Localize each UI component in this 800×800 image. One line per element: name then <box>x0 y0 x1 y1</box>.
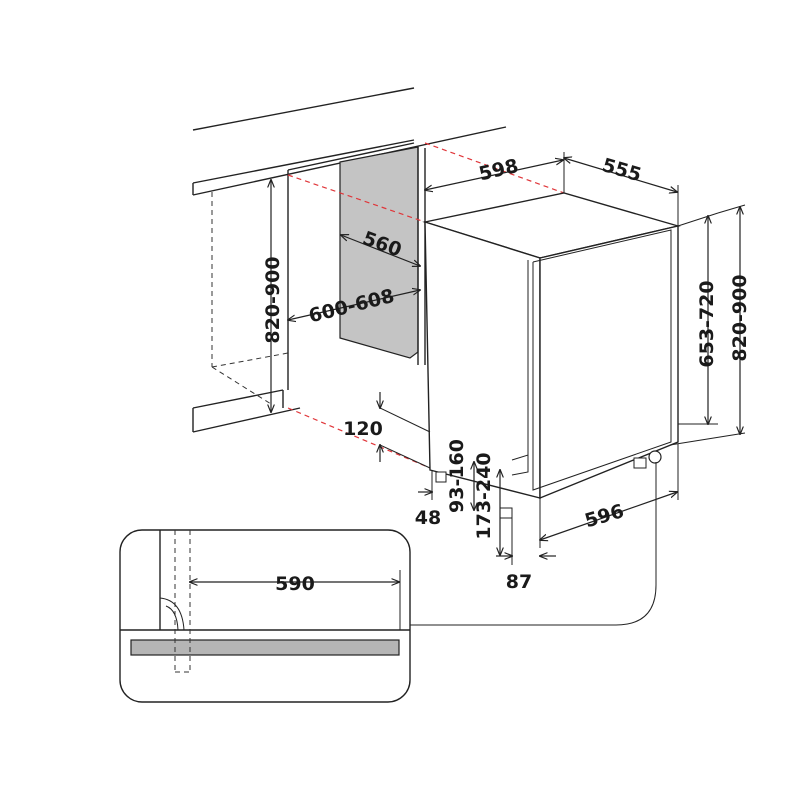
label-appliance-height: 653-720 <box>696 280 718 367</box>
dim-appliance-height: 653-720 <box>677 212 719 424</box>
label-plinth-front: 93-160 <box>446 439 468 513</box>
label-plinth-offset: 120 <box>343 418 383 440</box>
dim-plinth-offset: 120 <box>343 392 431 469</box>
callout-connector <box>410 462 657 626</box>
label-cabinet-height: 820-900 <box>262 256 284 343</box>
label-appliance-depth: 555 <box>600 154 644 186</box>
label-foot-offset: 48 <box>415 507 441 529</box>
label-base-width: 596 <box>582 500 626 532</box>
label-door-clearance: 590 <box>275 573 315 595</box>
label-plinth-rear: 173-240 <box>473 452 495 539</box>
dim-plinth-rear: 173-240 <box>473 452 500 555</box>
detail-inset: 590 <box>119 529 411 703</box>
label-base-offset: 87 <box>506 571 532 593</box>
label-overall-height: 820-900 <box>729 274 751 361</box>
dim-foot-offset: 48 <box>415 470 441 529</box>
label-appliance-width: 598 <box>477 155 521 185</box>
dim-cabinet-height: 820-900 <box>262 180 284 412</box>
dim-overall-height: 820-900 <box>669 204 751 446</box>
dim-plinth-front: 93-160 <box>446 439 474 513</box>
dim-base-offset: 87 <box>496 518 556 593</box>
